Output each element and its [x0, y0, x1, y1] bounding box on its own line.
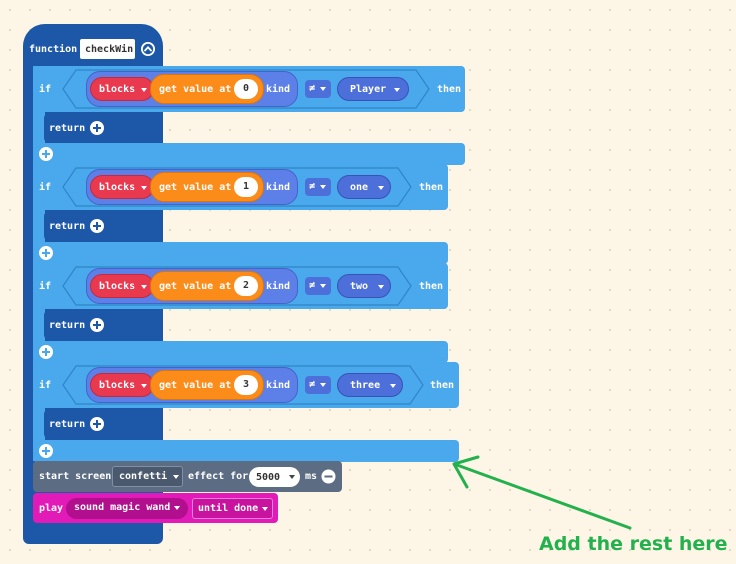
- triangle-down-icon: [174, 506, 180, 510]
- blocks-variable[interactable]: blocks: [90, 274, 154, 298]
- enum-dropdown[interactable]: three: [337, 373, 403, 397]
- enum-dropdown[interactable]: Player: [337, 77, 409, 101]
- triangle-down-icon: [141, 285, 147, 289]
- sound-value: sound magic wand: [74, 502, 171, 513]
- plus-circle-icon[interactable]: [39, 444, 53, 458]
- triangle-down-icon: [378, 186, 384, 190]
- function-name-field[interactable]: checkWin: [80, 39, 135, 59]
- effect-dropdown[interactable]: confetti: [112, 466, 183, 487]
- then-label: then: [430, 380, 455, 391]
- plus-circle-icon[interactable]: [90, 417, 104, 431]
- duration-input[interactable]: 5000: [249, 467, 300, 487]
- index-input[interactable]: 1: [234, 177, 258, 197]
- function-name-text: checkWin: [85, 44, 134, 55]
- operator-label: ≠: [309, 181, 316, 192]
- blocks-label: blocks: [99, 84, 136, 95]
- return-block[interactable]: return: [44, 311, 110, 339]
- if-block-3-footer: [33, 341, 448, 363]
- return-block[interactable]: return: [44, 212, 110, 240]
- triangle-down-icon: [173, 475, 179, 479]
- plus-circle-icon[interactable]: [39, 345, 53, 359]
- index-input[interactable]: 3: [234, 375, 258, 395]
- kind-label: kind: [266, 84, 291, 95]
- operator-label: ≠: [309, 379, 316, 390]
- if-block-4-footer: [33, 440, 459, 462]
- triangle-down-icon: [262, 507, 268, 511]
- plus-circle-icon[interactable]: [90, 121, 104, 135]
- minus-circle-icon[interactable]: [321, 469, 336, 484]
- triangle-down-icon: [320, 383, 326, 387]
- enum-dropdown[interactable]: two: [337, 274, 391, 298]
- then-label: then: [419, 281, 444, 292]
- if-block-1-footer: [33, 143, 465, 165]
- if-label: if: [39, 84, 52, 95]
- triangle-down-icon: [320, 87, 326, 91]
- if-label: if: [39, 182, 52, 193]
- enum-dropdown[interactable]: one: [337, 175, 391, 199]
- triangle-down-icon: [320, 185, 326, 189]
- operator-label: ≠: [309, 83, 316, 94]
- play-label: play: [39, 503, 64, 514]
- return-block[interactable]: return: [44, 114, 110, 142]
- enum-label: three: [350, 380, 381, 391]
- return-label: return: [49, 320, 86, 331]
- operator-dropdown[interactable]: ≠: [305, 277, 331, 295]
- triangle-down-icon: [141, 88, 147, 92]
- enum-label: Player: [350, 84, 387, 95]
- enum-label: one: [350, 182, 369, 193]
- if-label: if: [39, 281, 52, 292]
- get-value-label: get value at: [159, 84, 232, 95]
- then-label: then: [437, 84, 462, 95]
- get-value-label: get value at: [159, 380, 232, 391]
- play-mode-value: until done: [198, 503, 259, 514]
- blocks-label: blocks: [99, 281, 136, 292]
- collapse-icon[interactable]: [140, 41, 156, 57]
- triangle-down-icon: [141, 384, 147, 388]
- operator-dropdown[interactable]: ≠: [305, 80, 331, 98]
- triangle-down-icon: [320, 284, 326, 288]
- play-mode-dropdown[interactable]: until done: [192, 498, 273, 519]
- effect-for-label: effect for: [188, 471, 249, 482]
- operator-dropdown[interactable]: ≠: [305, 178, 331, 196]
- if-label: if: [39, 380, 52, 391]
- get-value-label: get value at: [159, 182, 232, 193]
- plus-circle-icon[interactable]: [39, 246, 53, 260]
- if-block-2-footer: [33, 242, 448, 264]
- triangle-down-icon: [378, 285, 384, 289]
- operator-dropdown[interactable]: ≠: [305, 376, 331, 394]
- function-keyword: function: [29, 44, 78, 55]
- index-input[interactable]: 0: [234, 79, 258, 99]
- blocks-variable[interactable]: blocks: [90, 77, 154, 101]
- blocks-variable[interactable]: blocks: [90, 175, 154, 199]
- triangle-down-icon: [394, 88, 400, 92]
- effect-value: confetti: [119, 471, 168, 482]
- enum-label: two: [350, 281, 369, 292]
- annotation-arrow-icon: [452, 455, 632, 530]
- annotation-text: Add the rest here: [539, 533, 728, 555]
- index-input[interactable]: 2: [234, 276, 258, 296]
- get-value-label: get value at: [159, 281, 232, 292]
- start-screen-label: start screen: [39, 471, 112, 482]
- return-label: return: [49, 221, 86, 232]
- triangle-down-icon: [390, 384, 396, 388]
- operator-label: ≠: [309, 280, 316, 291]
- blocks-variable[interactable]: blocks: [90, 373, 154, 397]
- return-block[interactable]: return: [44, 410, 110, 438]
- then-label: then: [419, 182, 444, 193]
- blocks-label: blocks: [99, 380, 136, 391]
- triangle-down-icon: [141, 186, 147, 190]
- return-label: return: [49, 419, 86, 430]
- blocks-label: blocks: [99, 182, 136, 193]
- kind-label: kind: [266, 380, 291, 391]
- return-label: return: [49, 123, 86, 134]
- plus-circle-icon[interactable]: [39, 147, 53, 161]
- plus-circle-icon[interactable]: [90, 219, 104, 233]
- duration-value: 5000: [256, 472, 281, 483]
- triangle-down-icon: [289, 475, 295, 479]
- kind-label: kind: [266, 182, 291, 193]
- sound-dropdown[interactable]: sound magic wand: [66, 498, 188, 519]
- plus-circle-icon[interactable]: [90, 318, 104, 332]
- kind-label: kind: [266, 281, 291, 292]
- unit-label: ms: [305, 471, 318, 482]
